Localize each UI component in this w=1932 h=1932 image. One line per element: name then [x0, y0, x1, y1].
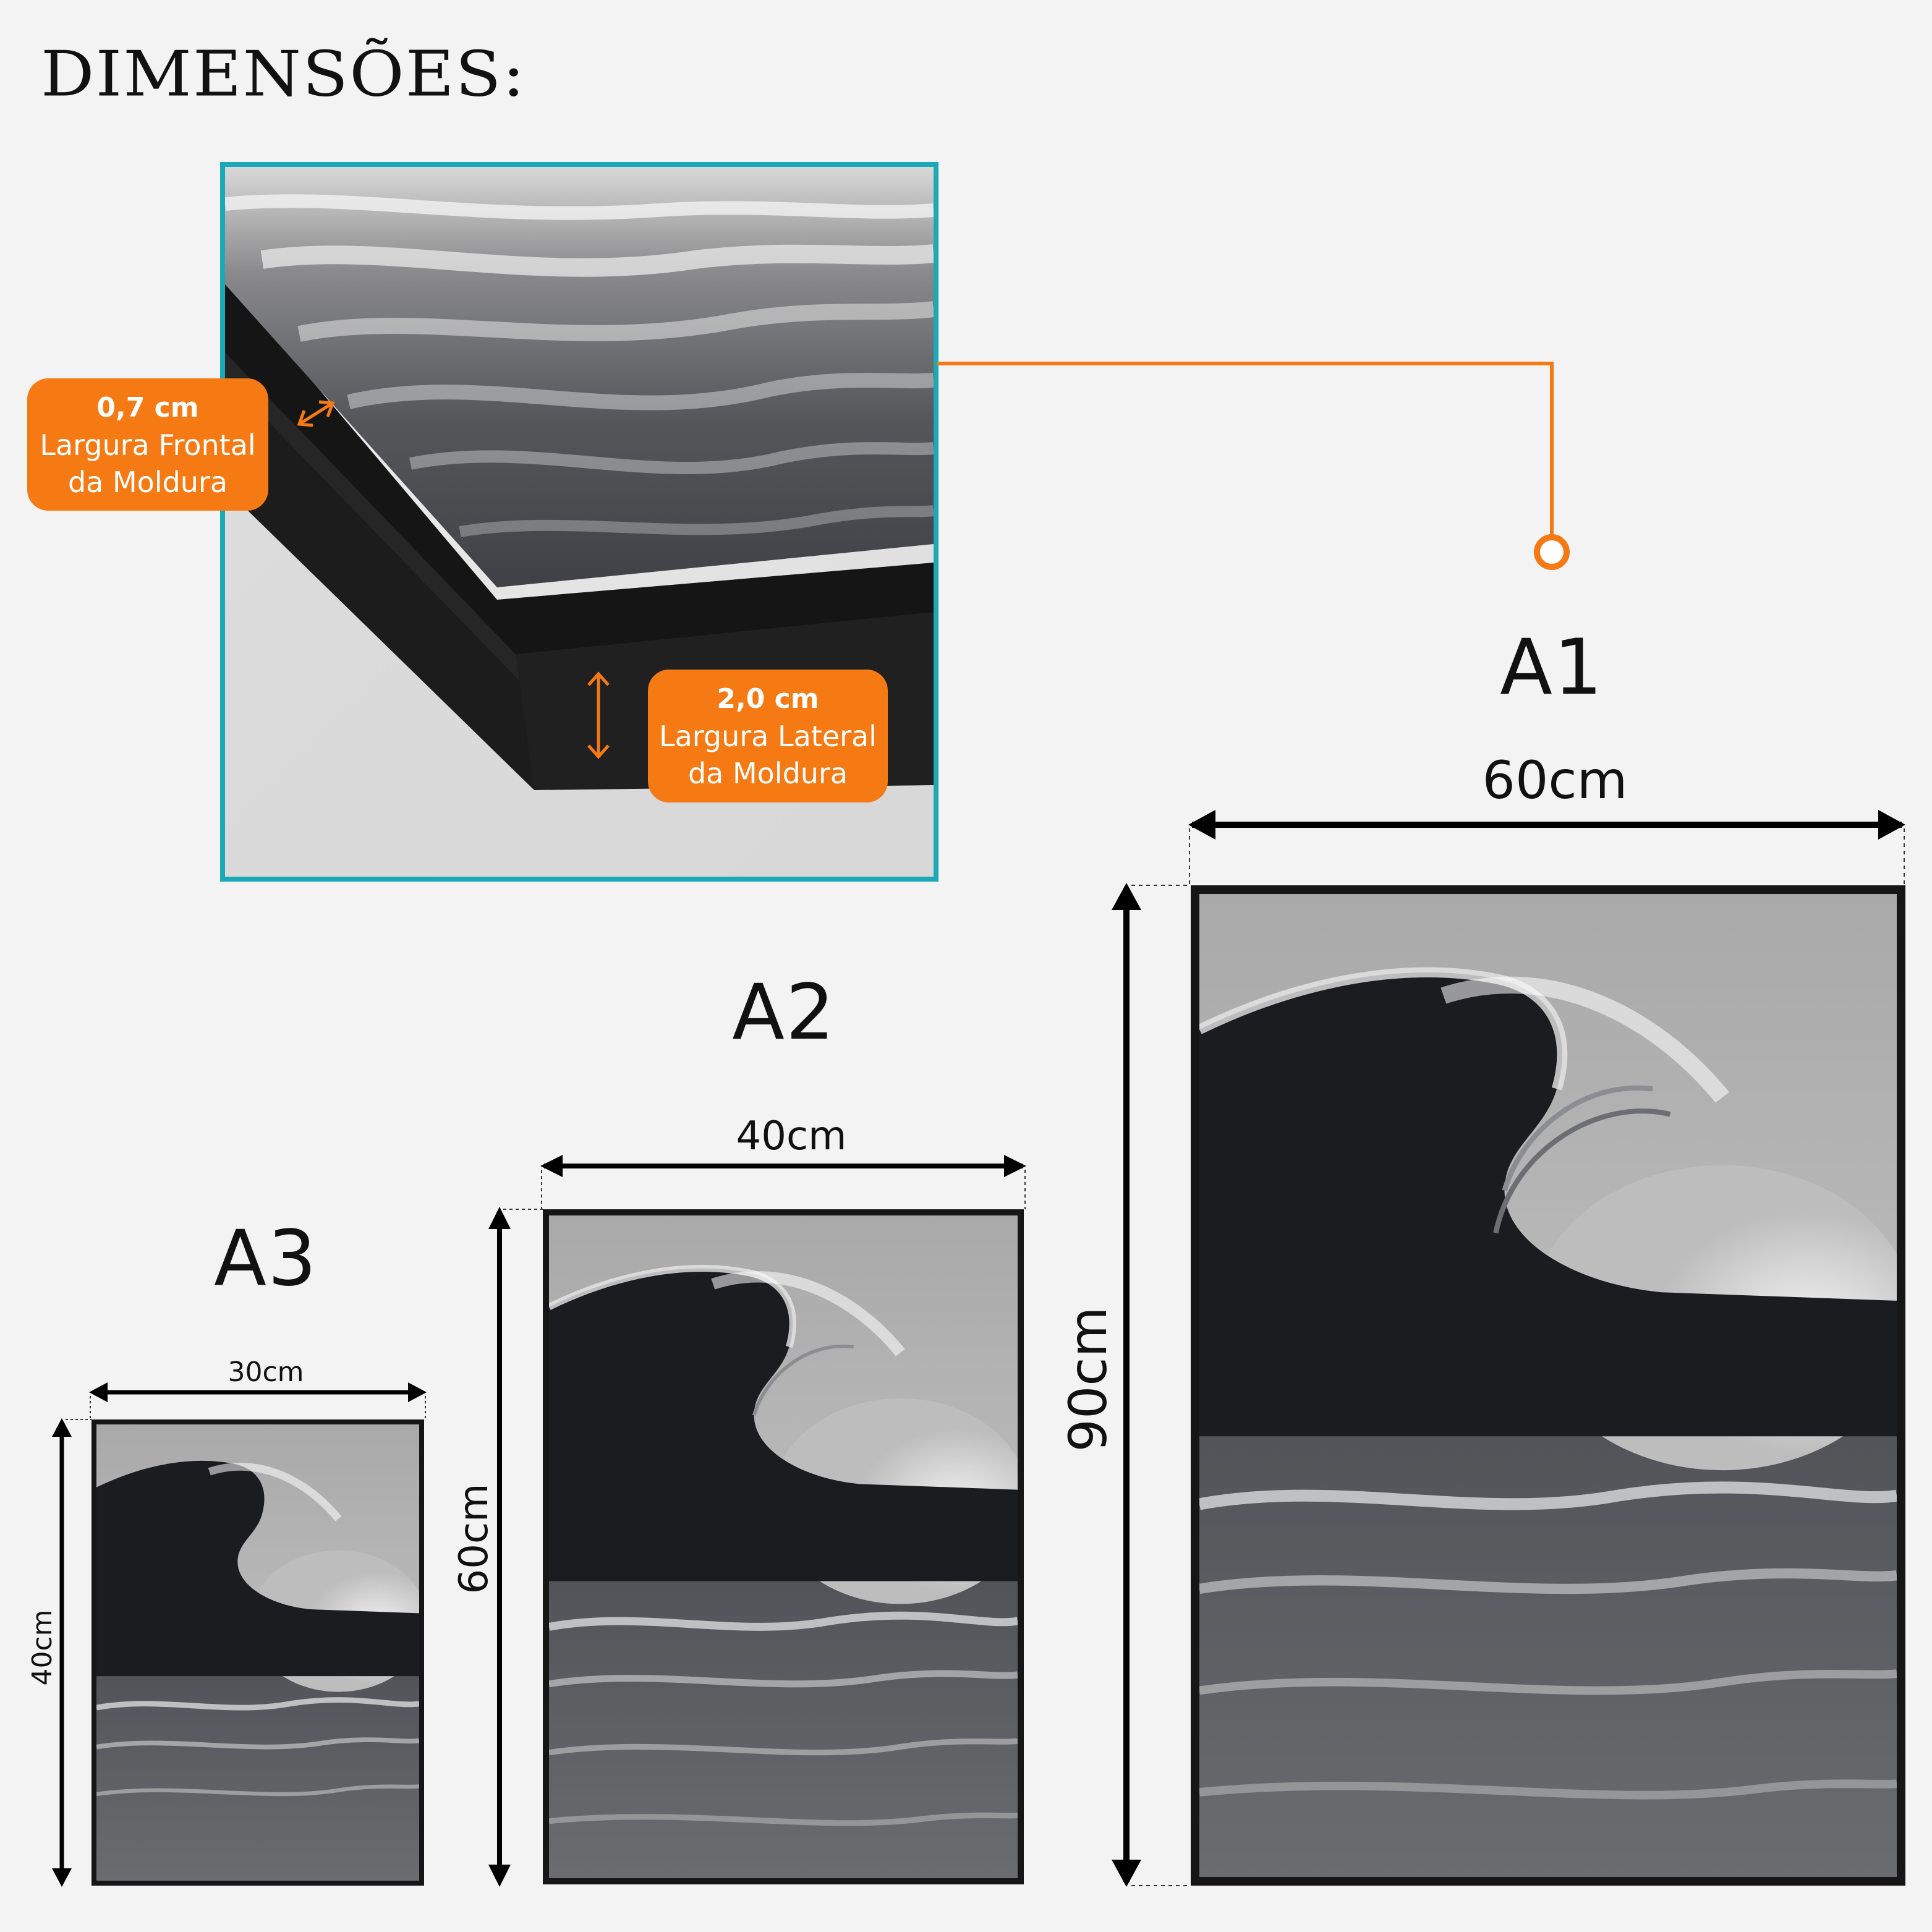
front-width-label-line1: Largura Frontal [40, 428, 256, 462]
a1-width-arrow [1188, 810, 1905, 885]
a3-width-label: 30cm [228, 1356, 304, 1388]
a2-height-label: 60cm [451, 1483, 497, 1594]
poster-a2 [543, 1209, 1024, 1884]
size-a3-label: A3 [214, 1214, 318, 1303]
a1-height-label: 90cm [1058, 1306, 1118, 1452]
side-width-label-line1: Largura Lateral [658, 720, 877, 753]
poster-a1 [1191, 885, 1905, 1886]
size-a1-label: A1 [1500, 623, 1604, 712]
size-a2-label: A2 [732, 968, 836, 1057]
a2-width-arrow [540, 1155, 1026, 1209]
a1-height-arrow [1112, 883, 1189, 1887]
front-width-value: 0,7 cm [96, 392, 199, 423]
side-width-value: 2,0 cm [717, 683, 819, 715]
a3-height-label: 40cm [27, 1609, 58, 1686]
side-width-badge: 2,0 cm Largura Lateral da Moldura [648, 670, 888, 802]
connector-line [937, 362, 1570, 570]
front-width-badge: 0,7 cm Largura Frontal da Moldura [27, 378, 268, 511]
poster-a3 [91, 1419, 424, 1886]
a1-width-label: 60cm [1482, 750, 1628, 811]
frame-detail-image [220, 162, 938, 882]
page-title: DIMENSÕES: [41, 38, 526, 111]
a3-width-arrow [89, 1382, 427, 1419]
front-width-label-line2: da Moldura [67, 466, 228, 499]
a2-width-label: 40cm [736, 1113, 847, 1159]
side-width-label-line2: da Moldura [687, 757, 848, 790]
wave-artwork [549, 1215, 1018, 1878]
wave-artwork [96, 1424, 419, 1881]
wave-artwork [1199, 894, 1897, 1877]
frame-corner-illustration [225, 167, 934, 877]
